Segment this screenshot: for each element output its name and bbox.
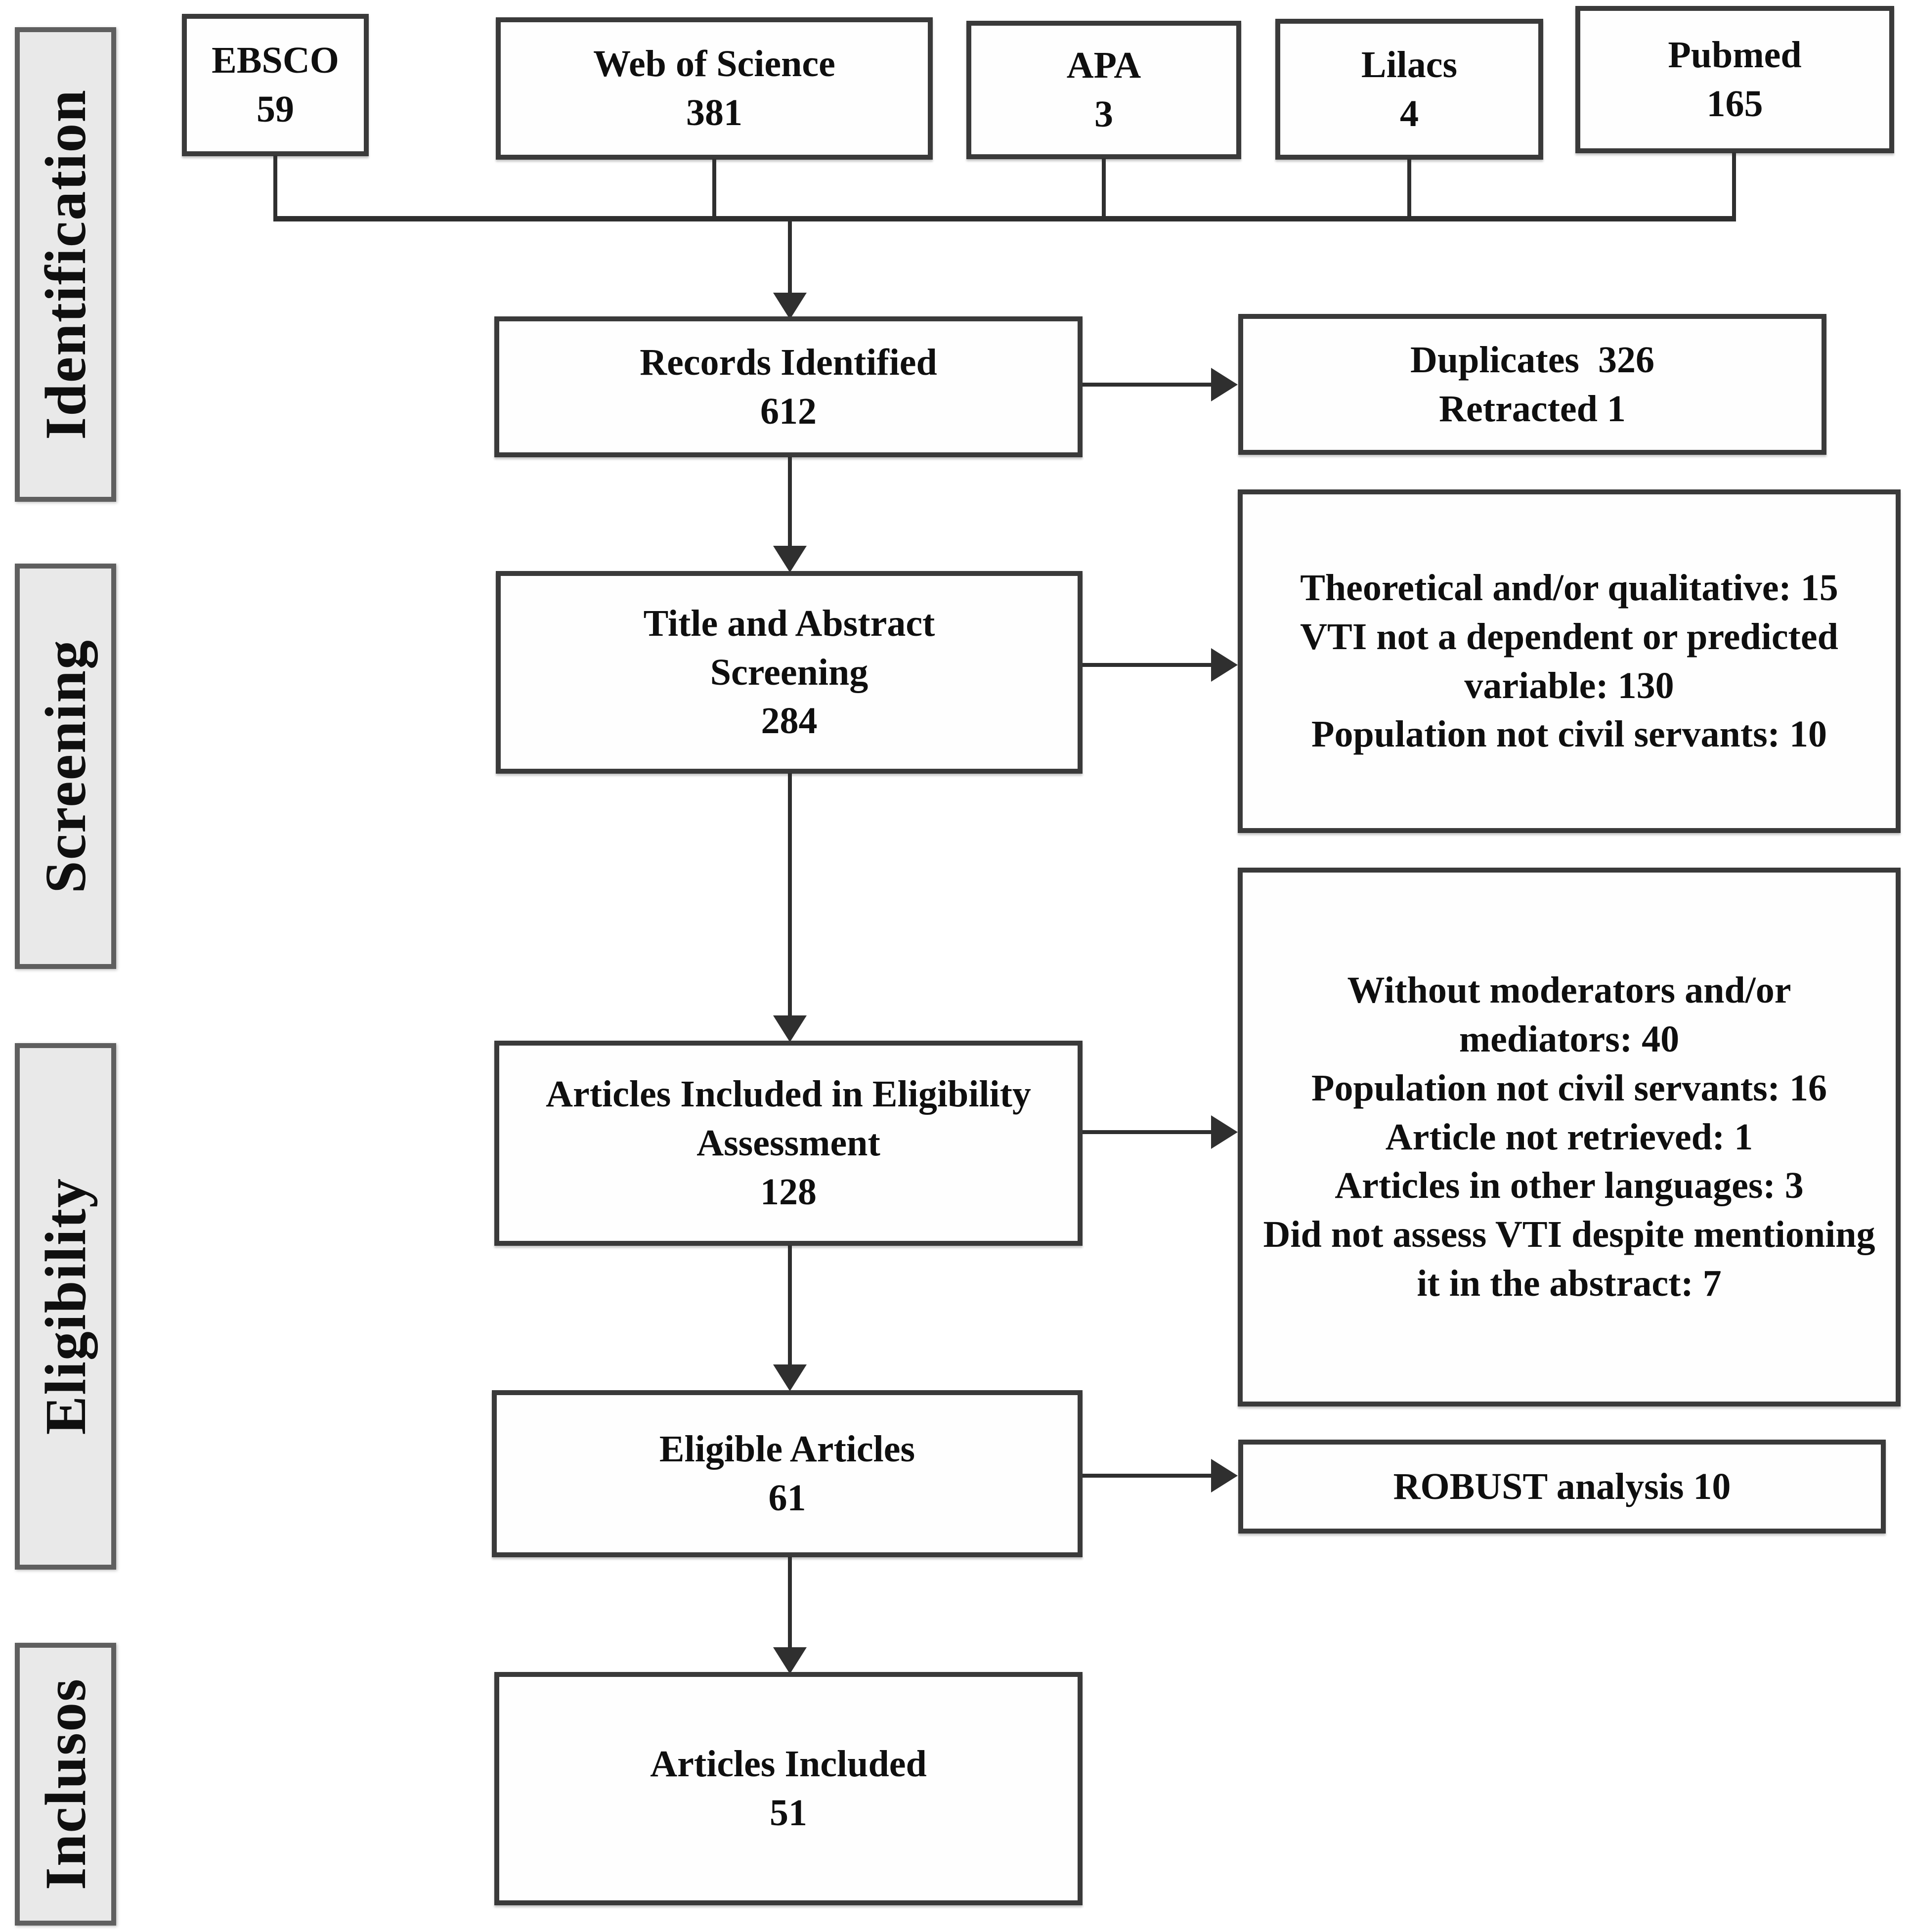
arrowhead-into-articles-included [773, 1647, 807, 1674]
stage-inclusos-label: Inclusos [33, 1678, 98, 1890]
title-abstract-screening-count: 284 [761, 700, 818, 742]
arrowhead-into-screening-exclusions [1211, 648, 1238, 682]
stage-screening: Screening [15, 564, 116, 969]
source-box-ebsco: EBSCO 59 [182, 14, 369, 156]
connector-eligibility-to-eligible [788, 1245, 792, 1366]
flow-box-eligible-articles: Eligible Articles 61 [492, 1390, 1083, 1557]
arrowhead-into-eligible-articles [773, 1364, 807, 1391]
connector-pubmed-drop [1732, 152, 1736, 220]
arrowhead-into-eligibility-exclusions [1211, 1115, 1238, 1149]
source-box-lilacs: Lilacs 4 [1275, 19, 1543, 160]
source-box-web-of-science: Web of Science 381 [496, 17, 933, 160]
flow-box-title-abstract-screening: Title and Abstract Screening 284 [496, 571, 1083, 774]
screening-exclusion-vti: VTI not a dependent or predicted variabl… [1300, 615, 1848, 706]
eligibility-exclusion-population: Population not civil servants: 16 [1311, 1067, 1827, 1109]
source-box-pubmed: Pubmed 165 [1575, 6, 1894, 153]
eligibility-exclusion-languages: Articles in other languages: 3 [1335, 1165, 1804, 1207]
retracted-line: Retracted 1 [1439, 388, 1626, 430]
connector-collector-line [273, 216, 1736, 221]
connector-records-to-duplicates [1083, 383, 1212, 387]
duplicates-line: Duplicates 326 [1410, 339, 1654, 381]
connector-wos-drop [712, 159, 716, 220]
source-apa-count: 3 [1094, 93, 1113, 135]
arrowhead-into-robust [1211, 1459, 1238, 1493]
connector-eligible-to-included [788, 1557, 792, 1648]
eligibility-exclusion-not-retrieved: Article not retrieved: 1 [1385, 1116, 1753, 1158]
screening-exclusion-population: Population not civil servants: 10 [1311, 713, 1827, 755]
eligible-articles-count: 61 [768, 1477, 806, 1519]
exclusion-box-screening: Theoretical and/or qualitative: 15 VTI n… [1238, 489, 1901, 833]
connector-title-to-screening-exclusions [1083, 663, 1212, 667]
source-apa-name: APA [1066, 44, 1141, 87]
flow-box-records-identified: Records Identified 612 [494, 316, 1083, 457]
exclusion-box-robust: ROBUST analysis 10 [1238, 1440, 1886, 1534]
title-abstract-screening-label: Title and Abstract Screening [643, 602, 935, 693]
source-pubmed-name: Pubmed [1668, 34, 1802, 76]
source-ebsco-count: 59 [257, 88, 294, 130]
connector-collector-to-records [788, 220, 792, 294]
records-identified-label: Records Identified [640, 341, 937, 383]
records-identified-count: 612 [760, 390, 817, 432]
connector-eligible-to-robust [1083, 1474, 1212, 1478]
arrowhead-into-eligibility-assessment [773, 1015, 807, 1042]
eligibility-assessment-label: Articles Included in Eligibility Assessm… [546, 1073, 1031, 1164]
connector-records-to-title [788, 457, 792, 547]
articles-included-label: Articles Included [650, 1743, 927, 1785]
exclusion-box-eligibility: Without moderators and/or mediators: 40 … [1238, 868, 1901, 1406]
flow-box-articles-included: Articles Included 51 [494, 1672, 1083, 1905]
flow-box-eligibility-assessment: Articles Included in Eligibility Assessm… [494, 1041, 1083, 1246]
exclusion-box-duplicates: Duplicates 326 Retracted 1 [1238, 314, 1826, 455]
source-lilacs-name: Lilacs [1361, 44, 1458, 86]
stage-eligibility-label: Eligibility [33, 1178, 98, 1435]
articles-included-count: 51 [770, 1792, 807, 1834]
eligibility-assessment-count: 128 [760, 1171, 817, 1213]
source-ebsco-name: EBSCO [212, 40, 339, 82]
eligibility-exclusion-no-vti: Did not assess VTI despite mentioning it… [1263, 1214, 1885, 1304]
stage-identification: Identification [15, 27, 116, 502]
source-web-of-science-count: 381 [686, 92, 742, 133]
source-pubmed-count: 165 [1706, 83, 1763, 125]
eligibility-exclusion-moderators: Without moderators and/or mediators: 40 [1347, 969, 1801, 1060]
connector-eligibility-to-exclusions [1083, 1130, 1212, 1134]
source-box-apa: APA 3 [966, 21, 1241, 159]
connector-title-to-eligibility [788, 773, 792, 1016]
source-web-of-science-name: Web of Science [593, 43, 835, 85]
stage-identification-label: Identification [33, 89, 98, 440]
eligible-articles-label: Eligible Articles [659, 1428, 915, 1470]
stage-eligibility: Eligibility [15, 1043, 116, 1570]
stage-screening-label: Screening [33, 639, 98, 894]
screening-exclusion-theoretical: Theoretical and/or qualitative: 15 [1300, 567, 1838, 609]
connector-lilacs-drop [1407, 159, 1411, 220]
arrowhead-into-title-screening [773, 546, 807, 572]
connector-apa-drop [1102, 158, 1106, 220]
arrowhead-into-records [773, 293, 807, 319]
connector-ebsco-drop [273, 155, 277, 220]
robust-analysis-line: ROBUST analysis 10 [1393, 1465, 1731, 1507]
source-lilacs-count: 4 [1400, 92, 1419, 134]
arrowhead-into-duplicates [1211, 368, 1238, 401]
stage-inclusos: Inclusos [15, 1643, 116, 1926]
